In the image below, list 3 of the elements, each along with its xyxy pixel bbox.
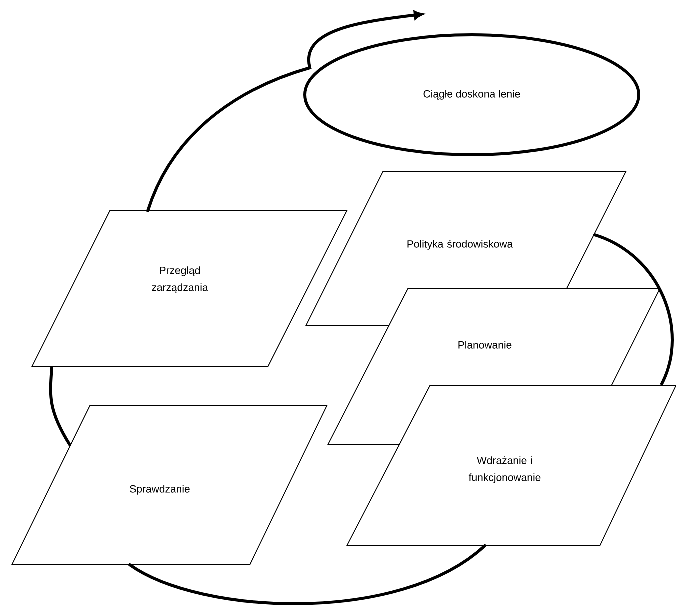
ellipse-node: Ciągłe doskona lenie bbox=[304, 34, 640, 156]
arrow bbox=[146, 10, 424, 212]
node-label: Wdrażanie i funkcjonowanie bbox=[468, 456, 541, 484]
